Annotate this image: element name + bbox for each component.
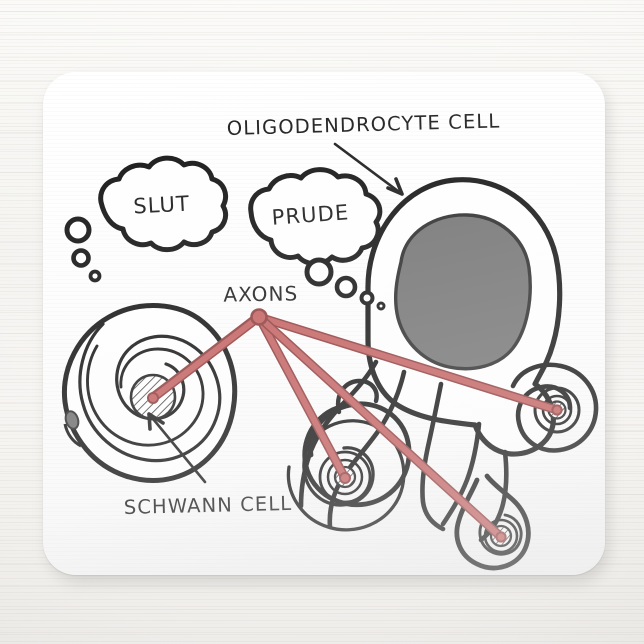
mousepad: SLUT PRUDE OLIGODENDROCYTE CELL AXONS xyxy=(43,72,605,575)
mousepad-sheen xyxy=(43,72,605,575)
